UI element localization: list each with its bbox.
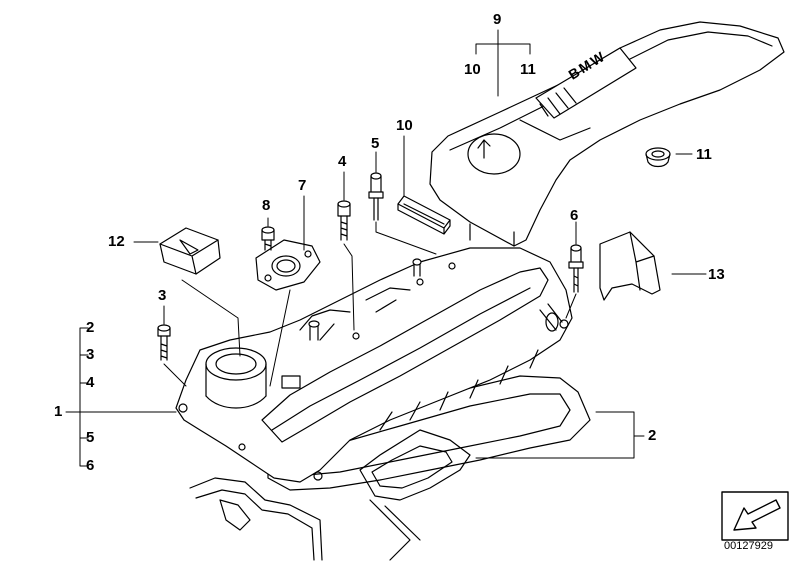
callout-7: 7 — [298, 177, 307, 194]
reference-number: 00127929 — [724, 540, 773, 552]
bolt-3 — [157, 324, 171, 361]
callout-11-right: 11 — [696, 146, 712, 163]
callout-5-left: 5 — [86, 429, 95, 446]
callout-5-bolt: 5 — [371, 135, 380, 152]
callout-10-top: 10 — [464, 61, 481, 78]
callout-12: 12 — [108, 233, 125, 250]
callout-11-top: 11 — [520, 61, 536, 78]
callout-3-bolt: 3 — [158, 287, 167, 304]
bolt-8 — [261, 226, 275, 251]
callout-1: 1 — [54, 403, 63, 420]
view-direction-icon — [721, 491, 789, 541]
lower-gasket-left — [189, 477, 323, 561]
bolt-6 — [568, 244, 584, 293]
callout-3-left: 3 — [86, 346, 95, 363]
callout-8: 8 — [262, 197, 271, 214]
valve-cover — [175, 247, 573, 483]
callout-6-left: 6 — [86, 457, 95, 474]
grommet — [645, 147, 671, 168]
callout-10-mid: 10 — [396, 117, 413, 134]
callout-9: 9 — [493, 11, 502, 28]
callout-4-left: 4 — [86, 374, 95, 391]
heat-shield — [599, 231, 661, 301]
filler-cap — [159, 227, 221, 275]
callout-13: 13 — [708, 266, 725, 283]
callout-6-bolt: 6 — [570, 207, 579, 224]
bolt-5 — [368, 172, 384, 221]
bolt-4 — [337, 200, 351, 241]
foam-pad — [397, 195, 451, 235]
breather-plate — [255, 239, 321, 291]
callout-2-left: 2 — [86, 319, 95, 336]
engine-cover — [429, 21, 785, 247]
leader-lines — [65, 29, 707, 467]
callout-4-bolt: 4 — [338, 153, 347, 170]
callout-2-right: 2 — [648, 427, 657, 444]
